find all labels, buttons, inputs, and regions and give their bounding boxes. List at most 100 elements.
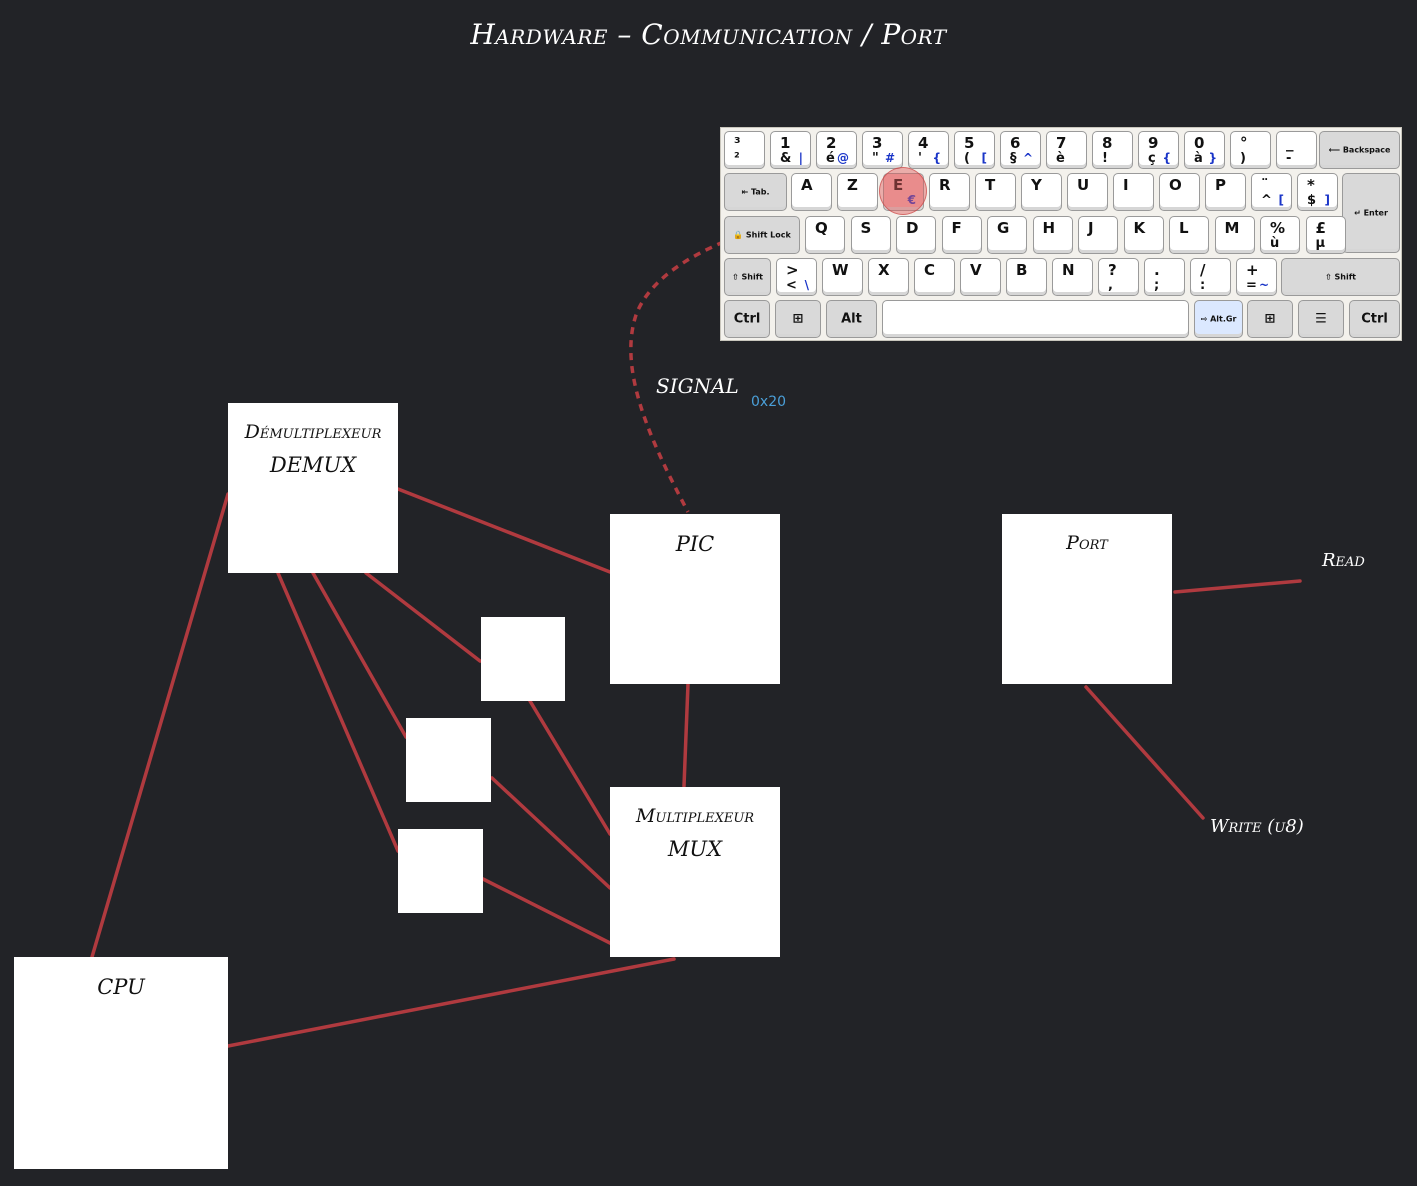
altgr-label: ⇨ Alt.Gr bbox=[1200, 314, 1237, 324]
backspace-label: ⟵ Backspace bbox=[1328, 145, 1391, 155]
key-r1-1-altgr: | bbox=[798, 151, 803, 165]
right-ctrl-key: Ctrl bbox=[1349, 300, 1400, 338]
key-r3-9-top: M bbox=[1224, 219, 1240, 237]
key-r2-4-top: T bbox=[985, 176, 996, 194]
wire-demux-reg2 bbox=[311, 571, 408, 739]
key-r3-10-bottom: ù bbox=[1270, 236, 1280, 251]
key-r3-4: G bbox=[987, 216, 1027, 254]
key-r1-3-top: 3 bbox=[872, 134, 883, 152]
enter-key: ↵ Enter bbox=[1342, 173, 1400, 253]
key-r3-7-top: K bbox=[1133, 219, 1146, 237]
page-title: Hardware – Communication / Port bbox=[470, 18, 947, 51]
key-r2-9: P bbox=[1205, 173, 1246, 211]
key-r1-3-altgr: # bbox=[884, 151, 895, 165]
key-r2-5-top: Y bbox=[1031, 176, 1042, 194]
left-shift-label: ⇧ Shift bbox=[732, 272, 763, 282]
key-r2-8: O bbox=[1159, 173, 1200, 211]
right-shift-key: ⇧ Shift bbox=[1281, 258, 1400, 296]
key-r4-5-top: B bbox=[1016, 261, 1028, 279]
key-r2-11-bottom: $ bbox=[1307, 193, 1317, 208]
key-r4-2: X bbox=[868, 258, 909, 296]
key-r1-8: 8! bbox=[1092, 131, 1133, 169]
key-r2-6: U bbox=[1067, 173, 1108, 211]
key-r1-9-altgr: { bbox=[1162, 151, 1171, 165]
wire-demux-pic bbox=[396, 487, 612, 574]
demux-box: Démultiplexeur DEMUX bbox=[228, 403, 398, 573]
shift-lock-label: 🔒 Shift Lock bbox=[733, 230, 791, 240]
key-r3-11: £µ bbox=[1305, 216, 1346, 254]
windows-icon: ⊞ bbox=[792, 311, 804, 327]
cpu-label: CPU bbox=[97, 975, 145, 999]
key-r2-9-top: P bbox=[1215, 176, 1226, 194]
left-ctrl-label: Ctrl bbox=[733, 311, 761, 327]
altgr-key: ⇨ Alt.Gr bbox=[1194, 300, 1243, 338]
wire-pic-mux bbox=[682, 682, 690, 788]
key-r3-11-top: £ bbox=[1315, 219, 1326, 237]
key-r1-6: 6§^ bbox=[1000, 131, 1041, 169]
key-r4-8-bottom: ; bbox=[1154, 278, 1160, 293]
left-shift-key: ⇧ Shift bbox=[724, 258, 771, 296]
key-r4-4: V bbox=[960, 258, 1001, 296]
key-r1-6-top: 6 bbox=[1010, 134, 1021, 152]
key-r2-11-top: * bbox=[1307, 176, 1315, 194]
windows-icon-right: ⊞ bbox=[1264, 311, 1276, 327]
key-r2-8-top: O bbox=[1169, 176, 1182, 194]
signal-hex-value: 0x20 bbox=[751, 394, 787, 410]
tab-key: ⇤ Tab. bbox=[724, 173, 787, 211]
key-r3-10: %ù bbox=[1260, 216, 1300, 254]
key-r1-6-altgr: ^ bbox=[1022, 151, 1033, 165]
key-r3-0-top: Q bbox=[815, 219, 828, 237]
key-r1-5: 5([ bbox=[954, 131, 995, 169]
key-r2-10: ¨^[ bbox=[1251, 173, 1292, 211]
key-r2-0-top: A bbox=[801, 176, 813, 194]
key-r2-10-top: ¨ bbox=[1261, 176, 1269, 194]
right-shift-label: ⇧ Shift bbox=[1325, 272, 1356, 282]
key-r4-7-top: ? bbox=[1108, 261, 1117, 279]
port-box: Port bbox=[1002, 514, 1172, 684]
key-r1-9-bottom: ç bbox=[1148, 151, 1156, 166]
key-r2-4: T bbox=[975, 173, 1016, 211]
wire-demux-cpu bbox=[90, 492, 230, 959]
register-box-2 bbox=[406, 718, 491, 802]
key-r3-4-top: G bbox=[997, 219, 1010, 237]
key-r1-12: _- bbox=[1276, 131, 1317, 169]
key-r1-2-altgr: @ bbox=[837, 151, 849, 165]
key-r3-10-top: % bbox=[1270, 219, 1286, 237]
shift-lock-key: 🔒 Shift Lock bbox=[724, 216, 800, 254]
key-r1-10-top: 0 bbox=[1194, 134, 1205, 152]
write-label: Write (u8) bbox=[1210, 816, 1304, 837]
key-r2-10-bottom: ^ bbox=[1261, 193, 1272, 208]
port-label: Port bbox=[1066, 532, 1108, 554]
key-r3-6-top: J bbox=[1088, 219, 1094, 237]
wire-reg3-mux bbox=[481, 877, 612, 945]
key-r3-5-top: H bbox=[1042, 219, 1056, 237]
mux-box: Multiplexeur MUX bbox=[610, 787, 780, 957]
key-r1-7-bottom: è bbox=[1056, 151, 1065, 166]
key-r4-10: +=~ bbox=[1236, 258, 1277, 296]
key-r1-5-top: 5 bbox=[964, 134, 975, 152]
key-r1-5-altgr: [ bbox=[981, 151, 987, 165]
key-r2-3: R bbox=[929, 173, 970, 211]
key-r4-2-top: X bbox=[878, 261, 890, 279]
menu-icon: ☰ bbox=[1315, 311, 1327, 327]
key-r1-0-top: ³ bbox=[734, 134, 741, 152]
key-r2-11: *$] bbox=[1297, 173, 1338, 211]
demux-sublabel: DEMUX bbox=[269, 453, 357, 477]
key-r4-3: C bbox=[914, 258, 955, 296]
key-r4-9-bottom: : bbox=[1200, 278, 1206, 293]
key-r2-11-altgr: ] bbox=[1324, 193, 1330, 207]
alt-label: Alt bbox=[841, 311, 862, 327]
key-r1-11-top: ° bbox=[1240, 134, 1248, 152]
menu-key: ☰ bbox=[1298, 300, 1344, 338]
key-r3-2-top: D bbox=[906, 219, 919, 237]
key-r1-11: °) bbox=[1230, 131, 1271, 169]
read-label: Read bbox=[1322, 550, 1365, 571]
pic-label: PIC bbox=[675, 532, 715, 556]
wire-mux-cpu bbox=[226, 957, 676, 1048]
right-windows-key: ⊞ bbox=[1247, 300, 1293, 338]
key-r1-11-bottom: ) bbox=[1240, 151, 1246, 166]
key-r4-0-bottom: < bbox=[786, 278, 797, 293]
